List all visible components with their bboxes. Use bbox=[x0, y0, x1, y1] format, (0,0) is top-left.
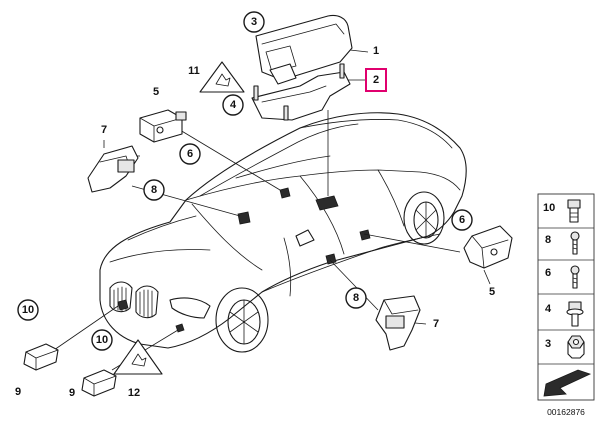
front-grille bbox=[109, 281, 159, 319]
rear-wheel bbox=[403, 191, 445, 245]
callout-4-top-label: 4 bbox=[230, 99, 237, 111]
callout-8-left-label: 8 bbox=[151, 184, 157, 196]
flange-bolt-icon bbox=[566, 301, 584, 327]
label-5-left: 5 bbox=[153, 86, 159, 98]
callout-6-left: 6 bbox=[179, 143, 201, 165]
hex-nut-icon bbox=[567, 335, 585, 359]
car-illustration bbox=[99, 112, 467, 353]
label-9-mid: 9 bbox=[69, 387, 75, 399]
label-12: 12 bbox=[128, 387, 140, 399]
highlighted-part-2[interactable]: 2 bbox=[365, 68, 387, 92]
screw-icon bbox=[570, 265, 580, 289]
legend-item-3-label: 3 bbox=[545, 338, 551, 350]
airbag-control-unit bbox=[255, 14, 353, 85]
car-sensor-center bbox=[315, 195, 339, 211]
label-9-left: 9 bbox=[15, 386, 21, 398]
callout-10-mid: 10 bbox=[91, 329, 113, 351]
mounting-bracket bbox=[251, 63, 351, 121]
callout-10-mid-label: 10 bbox=[96, 334, 108, 346]
callout-6-left-label: 6 bbox=[187, 148, 193, 160]
highlighted-part-2-label: 2 bbox=[373, 74, 379, 86]
warning-label-12 bbox=[113, 339, 163, 375]
impact-sensor-left bbox=[23, 343, 59, 371]
label-7-left: 7 bbox=[101, 124, 107, 136]
impact-sensor-mid bbox=[81, 369, 117, 397]
label-1: 1 bbox=[373, 45, 379, 57]
legend-item-10-label: 10 bbox=[543, 202, 555, 214]
callout-10-left-label: 10 bbox=[22, 304, 34, 316]
callout-10-left: 10 bbox=[17, 299, 39, 321]
hardware-legend: 10 8 6 bbox=[537, 193, 595, 401]
callout-6-right: 6 bbox=[451, 209, 473, 231]
legend-item-3: 3 bbox=[545, 335, 585, 359]
legend-item-4-label: 4 bbox=[545, 303, 552, 315]
front-wheel bbox=[215, 287, 269, 353]
legend-item-8: 8 bbox=[545, 231, 580, 255]
label-7-bottom: 7 bbox=[433, 318, 439, 330]
screw-icon bbox=[570, 231, 580, 255]
callout-8-bottom: 8 bbox=[345, 287, 367, 309]
legend-item-8-label: 8 bbox=[545, 234, 551, 246]
side-sensor-right bbox=[463, 225, 513, 269]
callout-3-top: 3 bbox=[243, 11, 265, 33]
arrow-icon bbox=[543, 369, 592, 397]
sleeve-bolt-icon bbox=[567, 199, 581, 223]
door-sensor-bottom bbox=[375, 295, 421, 351]
document-number: 00162876 bbox=[547, 407, 585, 417]
callout-4-top: 4 bbox=[222, 94, 244, 116]
legend-item-6-label: 6 bbox=[545, 267, 551, 279]
legend-item-10: 10 bbox=[543, 199, 581, 223]
label-5-right: 5 bbox=[489, 286, 495, 298]
callout-3-top-label: 3 bbox=[251, 16, 257, 28]
callout-8-left: 8 bbox=[143, 179, 165, 201]
side-sensor-left bbox=[139, 109, 187, 143]
label-11: 11 bbox=[188, 65, 200, 77]
legend-item-6: 6 bbox=[545, 265, 580, 289]
door-sensor-left bbox=[87, 145, 139, 193]
callout-8-bottom-label: 8 bbox=[353, 292, 359, 304]
warning-label-11 bbox=[199, 61, 245, 93]
callout-6-right-label: 6 bbox=[459, 214, 465, 226]
legend-item-4: 4 bbox=[545, 301, 584, 327]
